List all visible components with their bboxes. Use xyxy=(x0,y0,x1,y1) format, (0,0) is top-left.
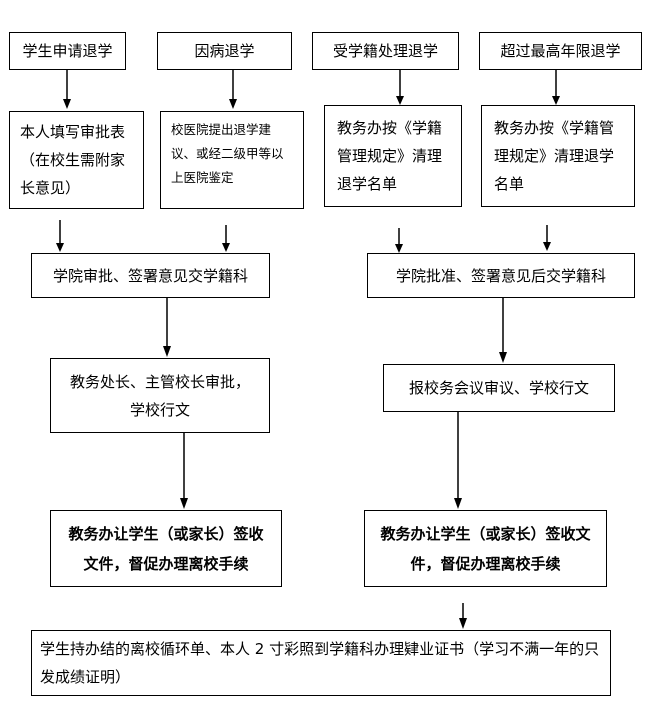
box-clear-list-overtime: 教务办按《学籍管理规定》清理退学名单 xyxy=(481,105,635,207)
box-council-meeting: 报校务会议审议、学校行文 xyxy=(383,364,615,412)
box-notify-right: 教务办让学生（或家长）签收文件，督促办理离校手续 xyxy=(364,510,607,587)
box-clear-list-discipline-text: 教务办按《学籍管理规定》清理退学名单 xyxy=(337,119,443,193)
box-discipline-withdrawal: 受学籍处理退学 xyxy=(312,32,459,70)
box-council-meeting-text: 报校务会议审议、学校行文 xyxy=(408,379,589,397)
arrow-head-1 xyxy=(63,99,71,109)
arrow-head-3 xyxy=(396,96,404,105)
box-hospital-advice-text: 校医院提出退学建议、或经二级甲等以上医院鉴定 xyxy=(171,122,284,185)
arrow-head-5 xyxy=(56,243,64,252)
box-clear-list-overtime-text: 教务办按《学籍管理规定》清理退学名单 xyxy=(494,119,615,193)
arrow-head-4 xyxy=(552,96,560,105)
arrow-head-11 xyxy=(180,498,188,509)
arrow-head-12 xyxy=(454,498,462,509)
box-illness-withdrawal-label: 因病退学 xyxy=(194,42,255,60)
arrow-head-8 xyxy=(543,242,551,251)
arrow-head-13 xyxy=(459,618,467,629)
box-overtime-withdrawal-label: 超过最高年限退学 xyxy=(500,42,621,60)
box-notify-left: 教务办让学生（或家长）签收文件，督促办理离校手续 xyxy=(50,510,282,587)
box-overtime-withdrawal: 超过最高年限退学 xyxy=(479,32,642,70)
box-college-approval-right: 学院批准、签署意见后交学籍科 xyxy=(367,253,635,298)
box-hospital-advice: 校医院提出退学建议、或经二级甲等以上医院鉴定 xyxy=(160,111,304,209)
arrow-head-9 xyxy=(163,346,171,357)
box-dean-approval: 教务处长、主管校长审批，学校行文 xyxy=(50,358,270,433)
box-dean-approval-text: 教务处长、主管校长审批，学校行文 xyxy=(69,372,250,419)
box-fill-form: 本人填写审批表（在校生需附家长意见） xyxy=(9,111,144,209)
box-discipline-withdrawal-label: 受学籍处理退学 xyxy=(332,42,438,60)
box-student-request: 学生申请退学 xyxy=(9,32,126,70)
box-notify-left-text: 教务办让学生（或家长）签收文件，督促办理离校手续 xyxy=(68,524,264,573)
arrow-head-2 xyxy=(229,99,237,109)
box-college-approval-right-text: 学院批准、签署意见后交学籍科 xyxy=(395,266,606,285)
arrow-head-7 xyxy=(395,244,403,253)
box-college-approval-left-text: 学院审批、签署意见交学籍科 xyxy=(52,266,248,285)
box-final-certificate: 学生持办结的离校循环单、本人 2 寸彩照到学籍科办理肄业证书（学习不满一年的只发… xyxy=(31,630,611,696)
box-fill-form-text: 本人填写审批表（在校生需附家长意见） xyxy=(20,123,126,197)
box-notify-right-text: 教务办让学生（或家长）签收文件，督促办理离校手续 xyxy=(380,524,591,573)
arrow-head-10 xyxy=(499,352,507,363)
box-illness-withdrawal: 因病退学 xyxy=(157,32,292,70)
box-clear-list-discipline: 教务办按《学籍管理规定》清理退学名单 xyxy=(324,105,462,207)
arrow-head-6 xyxy=(222,243,230,252)
box-college-approval-left: 学院审批、签署意见交学籍科 xyxy=(31,253,270,298)
box-final-certificate-text: 学生持办结的离校循环单、本人 2 寸彩照到学籍科办理肄业证书（学习不满一年的只发… xyxy=(40,640,600,686)
box-student-request-label: 学生申请退学 xyxy=(22,42,113,60)
